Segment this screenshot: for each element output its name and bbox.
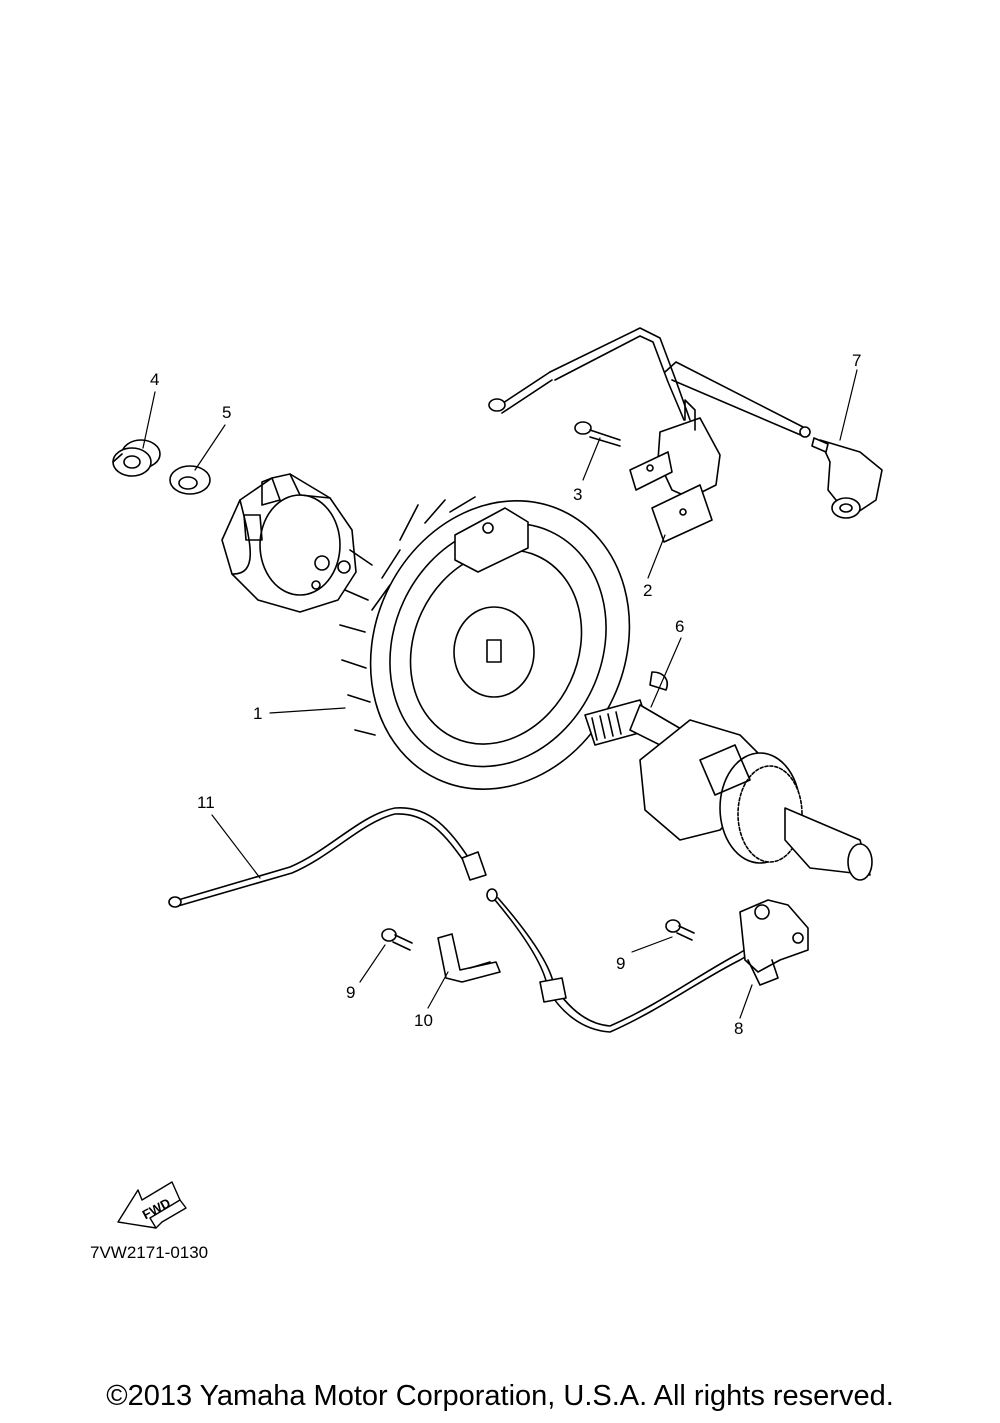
part-bolt-right — [665, 919, 695, 941]
part-sensor-lead — [486, 888, 781, 1033]
part-high-tension-lead — [488, 327, 811, 438]
callout-3: 3 — [573, 485, 582, 504]
part-coil-bolt — [574, 421, 621, 447]
part-flywheel — [339, 496, 631, 790]
part-sensor — [739, 899, 809, 986]
callout-9-right: 9 — [616, 954, 625, 973]
callout-11: 11 — [197, 793, 215, 812]
callout-4: 4 — [150, 370, 159, 389]
part-bracket — [437, 933, 501, 983]
callout-8: 8 — [734, 1019, 743, 1038]
diagram-code: 7VW2171-0130 — [90, 1243, 208, 1262]
fwd-arrow-icon: FWD — [117, 1181, 187, 1229]
callout-10: 10 — [414, 1011, 433, 1030]
callout-5: 5 — [222, 403, 231, 422]
callout-1: 1 — [253, 704, 262, 723]
part-washer — [169, 465, 211, 495]
part-ignition-coil — [629, 399, 721, 543]
part-woodruff-key — [649, 671, 668, 691]
callout-2: 2 — [643, 581, 652, 600]
part-crankshaft — [584, 699, 873, 881]
part-nut — [112, 439, 161, 477]
part-lead-wire — [168, 807, 487, 908]
callout-7: 7 — [852, 351, 861, 370]
part-bolt-left — [381, 928, 413, 951]
copyright-notice: ©2013 Yamaha Motor Corporation, U.S.A. A… — [106, 1380, 894, 1412]
part-starter-cup — [221, 473, 357, 613]
callout-9-left: 9 — [346, 983, 355, 1002]
callout-6: 6 — [675, 617, 684, 636]
part-spark-plug-cap — [811, 437, 883, 519]
callout-labels: 1 2 3 4 5 6 7 8 9 9 10 11 — [150, 351, 861, 1038]
leader-lines — [142, 369, 858, 1019]
